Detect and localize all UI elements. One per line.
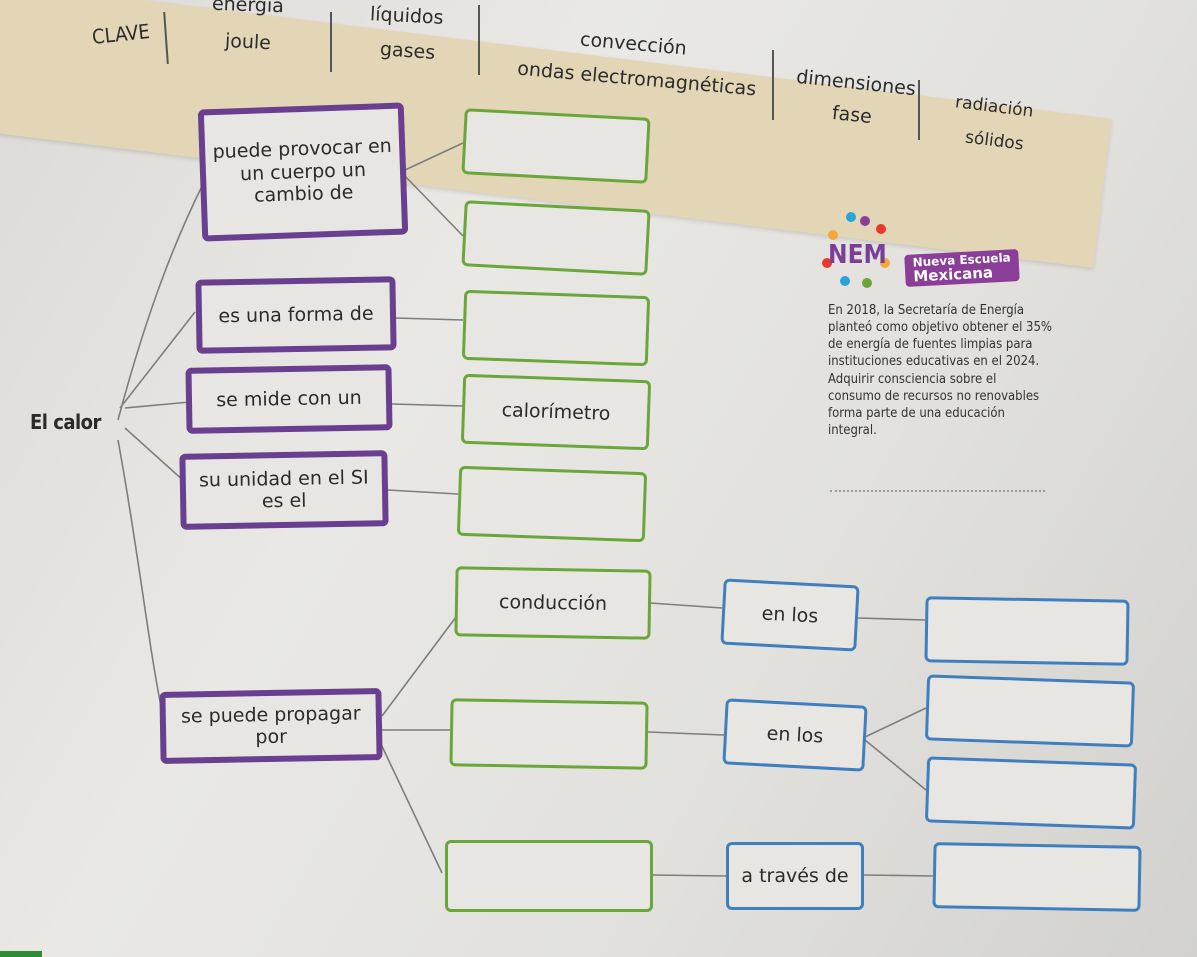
nem-logo [818, 210, 1028, 300]
nem-badge: Nueva Escuela Mexicana [904, 249, 1020, 288]
answer-box-2[interactable] [461, 200, 651, 276]
conduccion-box: conducción [454, 566, 652, 640]
blue-box-en-los-1: en los [720, 578, 860, 652]
answer-box-3[interactable] [461, 289, 651, 367]
calorimetro-box: calorímetro [460, 373, 652, 451]
key-divider [918, 80, 920, 140]
answer-box-7[interactable] [924, 596, 1130, 666]
answer-box-1[interactable] [461, 108, 651, 184]
blue-box-en-los-2: en los [722, 698, 868, 772]
sidebar-note: En 2018, la Secretaría de Energía plante… [828, 303, 1053, 439]
answer-box-5[interactable] [449, 698, 649, 770]
answer-box-8[interactable] [924, 674, 1136, 748]
answer-box-6[interactable] [445, 840, 653, 912]
key-divider [330, 12, 332, 72]
badge-line-2: Mexicana [912, 262, 994, 286]
purple-box-forma: es una forma de [195, 276, 397, 354]
answer-box-4[interactable] [456, 465, 648, 543]
answer-box-10[interactable] [932, 842, 1142, 912]
nem-wordmark: NEM [828, 240, 887, 270]
key-divider [772, 50, 774, 120]
root-concept: El calor [30, 410, 101, 434]
purple-box-unidad: su unidad en el SI es el [179, 450, 389, 530]
dotted-divider [830, 490, 1045, 492]
purple-box-cambio: puede provocar en un cuerpo un cambio de [197, 102, 409, 242]
page-edge-strip [0, 951, 42, 957]
blue-box-a-traves: a través de [726, 842, 864, 910]
answer-box-9[interactable] [924, 756, 1138, 830]
purple-box-propagar: se puede propagar por [159, 688, 383, 764]
key-divider [478, 5, 480, 75]
purple-box-mide: se mide con un [185, 364, 393, 434]
